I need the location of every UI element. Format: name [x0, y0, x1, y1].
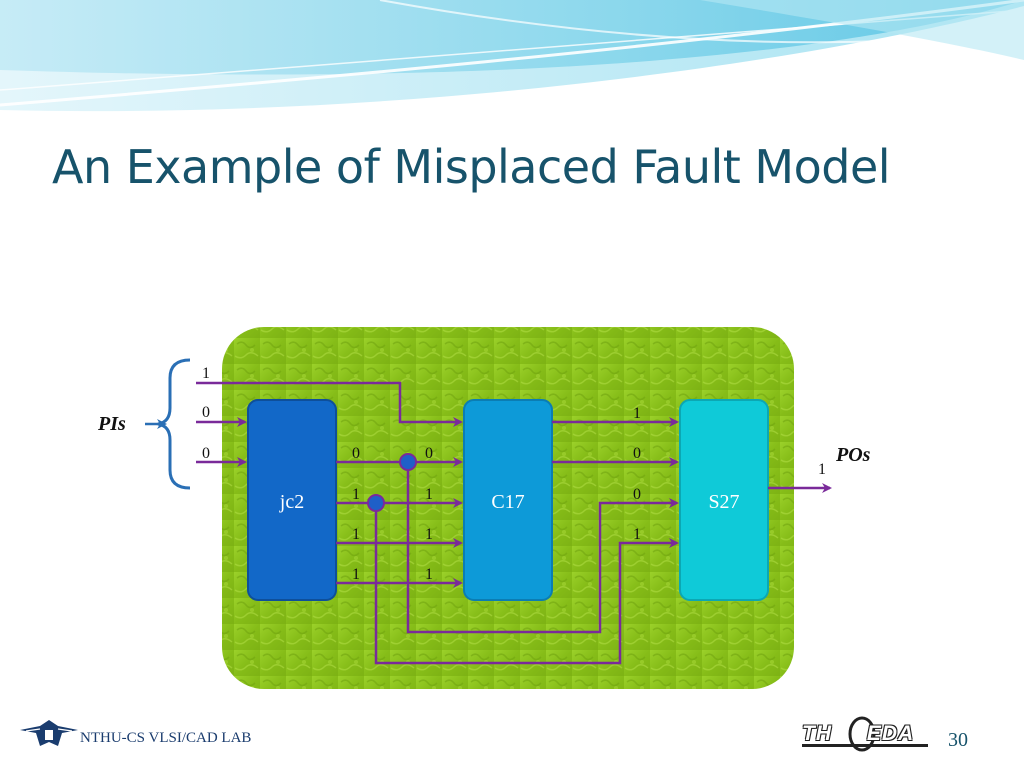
- junction-dot: [367, 494, 385, 512]
- s27-input-value: 1: [633, 405, 641, 422]
- c17-input-value: 0: [425, 445, 433, 462]
- s27-input-value: 0: [633, 445, 641, 462]
- jc2-output-value: 1: [352, 526, 360, 543]
- nthu-eagle-logo: [20, 720, 78, 746]
- jc2-output-value: 1: [352, 566, 360, 583]
- block-jc2: [247, 399, 337, 601]
- s27-input-value: 1: [633, 526, 641, 543]
- jc2-output-value: 0: [352, 445, 360, 462]
- c17-label: C17: [491, 491, 524, 513]
- c17-input-value: 1: [425, 526, 433, 543]
- block-s27: [679, 399, 769, 601]
- pi-value: 0: [202, 404, 210, 421]
- junction-dot: [399, 453, 417, 471]
- pis-label: PIs: [97, 413, 126, 435]
- pi-value: 1: [202, 365, 210, 382]
- wire-pi-1-to-c17: [196, 381, 463, 427]
- pos-label: POs: [835, 444, 871, 466]
- pi-value: 0: [202, 445, 210, 462]
- slide-title: An Example of Misplaced Fault Model: [52, 140, 891, 194]
- po-value: 1: [818, 461, 826, 478]
- page-number: 30: [948, 729, 968, 751]
- block-c17: [463, 399, 553, 601]
- jc2-label: jc2: [279, 491, 304, 513]
- jc2-output-value: 1: [352, 486, 360, 503]
- wire-branch-to-s27-4: [374, 503, 679, 665]
- theda-logo: TH EDA Θ: [800, 714, 932, 756]
- footer-lab-name: NTHU-CS VLSI/CAD LAB: [80, 730, 252, 746]
- c17-input-value: 1: [425, 566, 433, 583]
- s27-input-value: 0: [633, 486, 641, 503]
- theda-logo-text: TH EDA: [802, 722, 915, 745]
- wire-branch-to-s27-3: [406, 462, 679, 634]
- s27-label: S27: [708, 491, 739, 513]
- c17-input-value: 1: [425, 486, 433, 503]
